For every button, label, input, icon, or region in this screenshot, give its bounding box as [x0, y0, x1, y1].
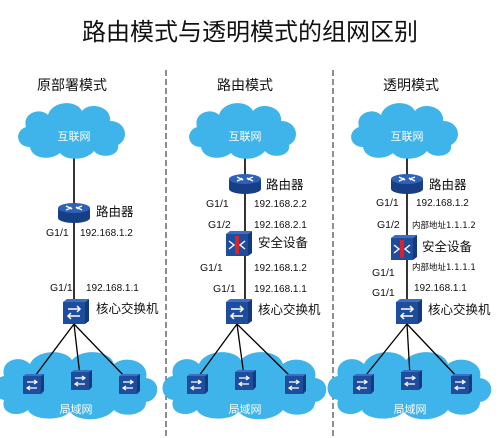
router-ip: 192.168.1.2	[80, 228, 133, 239]
access-switch-icon	[186, 373, 209, 395]
firewall-port-up: G1/2	[377, 219, 400, 231]
security-device-icon	[390, 234, 418, 261]
lan-link	[406, 323, 461, 381]
core-port: G1/1	[372, 287, 395, 299]
access-switch-icon	[118, 373, 141, 395]
core-switch-icon	[395, 298, 423, 325]
lan-link	[73, 323, 129, 381]
access-switch-icon	[352, 373, 375, 395]
firewall-ip-up: 192.168.2.1	[254, 220, 307, 231]
security-device-label: 安全设备	[422, 239, 473, 254]
lan-link	[31, 323, 75, 381]
access-switch-icon	[70, 369, 93, 391]
firewall-port-down: G1/1	[372, 267, 395, 279]
internet-cloud-label: 互联网	[229, 130, 262, 143]
router-port: G1/1	[376, 197, 399, 209]
core-ip: 192.168.1.1	[86, 283, 139, 294]
access-switch-icon	[22, 373, 45, 395]
lan-link	[236, 323, 295, 381]
router-icon	[228, 173, 262, 195]
core-port: G1/1	[50, 282, 73, 294]
security-device-label: 安全设备	[258, 235, 309, 250]
internet-cloud-label: 互联网	[391, 130, 424, 143]
router-icon	[57, 202, 91, 224]
lan-link	[361, 323, 408, 381]
router-ip: 192.168.2.2	[254, 199, 307, 210]
lan-cloud-label: 局域网	[229, 403, 262, 416]
access-switch-icon	[284, 373, 307, 395]
firewall-ip-down: 内部地址1.1.1.1	[412, 262, 476, 273]
firewall-port-up: G1/2	[208, 219, 231, 231]
heading-transparent-mode: 透明模式	[383, 78, 439, 94]
internet-cloud-label: 互联网	[58, 130, 91, 143]
heading-original-mode: 原部署模式	[37, 78, 107, 94]
security-device-icon	[225, 230, 253, 257]
core-switch-label: 核心交换机	[96, 301, 159, 316]
lan-cloud-label: 局域网	[60, 403, 93, 416]
firewall-port-down: G1/1	[200, 262, 223, 274]
router-port: G1/1	[46, 227, 69, 239]
diagram-title: 路由模式与透明模式的组网区别	[82, 18, 418, 46]
core-switch-label: 核心交换机	[428, 302, 491, 317]
core-ip: 192.168.1.1	[254, 284, 307, 295]
core-ip: 192.168.1.1	[414, 283, 467, 294]
router-label: 路由器	[96, 204, 134, 219]
access-switch-icon	[234, 369, 257, 391]
router-icon	[390, 173, 424, 195]
column-transparent: 互联网 路由器 G1/1 192.168.1.2 G1/2 内部地址1.1.1.…	[327, 103, 492, 420]
lan-link	[236, 323, 245, 377]
router-port: G1/1	[206, 198, 229, 210]
core-switch-icon	[225, 298, 253, 325]
core-port: G1/1	[213, 283, 236, 295]
core-switch-label: 核心交换机	[258, 302, 321, 317]
firewall-ip-up: 内部地址1.1.1.2	[412, 220, 476, 231]
router-label: 路由器	[266, 177, 304, 192]
core-switch-icon	[62, 298, 90, 325]
router-label: 路由器	[429, 177, 467, 192]
heading-routing-mode: 路由模式	[217, 78, 273, 94]
access-switch-icon	[450, 373, 473, 395]
column-routing: 互联网 路由器 G1/1 192.168.2.2 G1/2 192.168.2.…	[162, 103, 327, 420]
column-original: 互联网 路由器 G1/1 192.168.1.2 G1/1 192.168.1.…	[0, 103, 159, 420]
lan-link	[73, 323, 81, 377]
lan-link	[406, 323, 411, 377]
lan-cloud-label: 局域网	[394, 403, 427, 416]
router-ip: 192.168.1.2	[416, 198, 469, 209]
access-switch-icon	[400, 369, 423, 391]
lan-link	[195, 323, 238, 381]
firewall-ip-down: 192.168.1.2	[254, 263, 307, 274]
